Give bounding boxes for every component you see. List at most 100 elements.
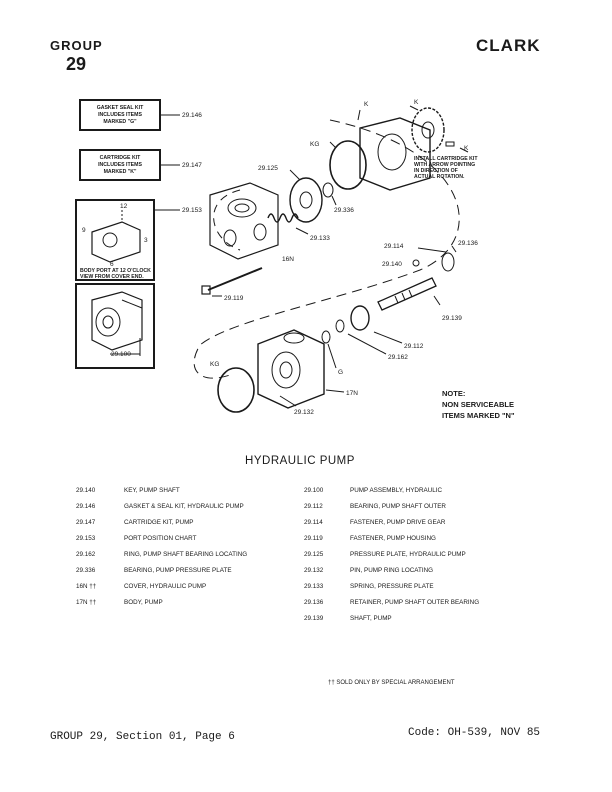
- part-desc: KEY, PUMP SHAFT: [124, 487, 180, 494]
- rotor-gear: [411, 107, 445, 153]
- part-desc: FASTENER, PUMP DRIVE GEAR: [350, 519, 446, 526]
- part-code: 29.146: [76, 503, 96, 510]
- box-line: VIEW FROM COVER END.: [80, 274, 144, 280]
- vane: [445, 141, 455, 147]
- part-code: 29.133: [304, 583, 324, 590]
- gasket-kit-box: GASKET SEAL KIT INCLUDES ITEMS MARKED "G…: [79, 99, 180, 131]
- part-desc: FASTENER, PUMP HOUSING: [350, 535, 436, 542]
- callout-29112: 29.112: [404, 343, 424, 350]
- part-desc: GASKET & SEAL KIT, HYDRAULIC PUMP: [124, 503, 244, 510]
- callout-29153: 29.153: [182, 207, 202, 214]
- callout-29114: 29.114: [384, 243, 404, 250]
- part-desc: PRESSURE PLATE, HYDRAULIC PUMP: [350, 551, 466, 558]
- callout-k-2: K: [414, 99, 419, 106]
- callout-29100: 29.100: [111, 351, 131, 358]
- footer-code: Code: OH-539, NOV 85: [408, 727, 541, 739]
- retainer-29136: [441, 252, 455, 272]
- part-code: 29.162: [76, 551, 96, 558]
- box-line: MARKED "K": [104, 169, 137, 175]
- callout-29132: 29.132: [294, 409, 314, 416]
- note-line: ITEMS MARKED "N": [442, 411, 515, 420]
- part-desc: PUMP ASSEMBLY, HYDRAULIC: [350, 487, 443, 494]
- install-note-line: WITH ARROW POINTING: [414, 162, 475, 168]
- cover-16n: [209, 182, 279, 260]
- note-line: NON SERVICEABLE: [442, 400, 514, 409]
- seal-g: [321, 330, 331, 344]
- box-line: INCLUDES ITEMS: [98, 112, 142, 118]
- box-line: MARKED "G": [103, 119, 137, 125]
- part-desc: BODY, PUMP: [124, 599, 163, 606]
- part-code: 29.112: [304, 503, 323, 510]
- part-code: 16N ††: [76, 583, 97, 590]
- pump-assembly-illustration: [75, 283, 155, 369]
- cartridge-kit-box: CARTRIDGE KIT INCLUDES ITEMS MARKED "K": [79, 149, 180, 181]
- part-desc: SPRING, PRESSURE PLATE: [350, 583, 434, 590]
- part-code: 29.336: [76, 567, 96, 574]
- box-line: CARTRIDGE KIT: [100, 155, 141, 161]
- install-note-line: INSTALL CARTRIDGE KIT: [414, 156, 478, 162]
- port-9-label: 9: [82, 227, 86, 234]
- group-label: GROUP: [50, 38, 103, 53]
- body-seal-ring: [217, 367, 255, 413]
- callout-g: G: [338, 369, 343, 376]
- key-29140: [412, 259, 420, 267]
- part-code: 17N ††: [76, 599, 97, 606]
- part-code: 29.125: [304, 551, 324, 558]
- install-note-line: IN DIRECTION OF: [414, 168, 458, 174]
- callout-29139: 29.139: [442, 315, 462, 322]
- callout-kg-2: KG: [210, 361, 219, 368]
- callout-29146: 29.146: [182, 112, 202, 119]
- callout-k-1: K: [364, 101, 369, 108]
- seal-ring-kg: [329, 140, 367, 190]
- part-desc: BEARING, PUMP PRESSURE PLATE: [124, 567, 232, 574]
- bearing-29112: [350, 305, 370, 331]
- part-desc: PORT POSITION CHART: [124, 535, 197, 542]
- callout-29140: 29.140: [382, 261, 402, 268]
- group-number: 29: [66, 54, 87, 74]
- port-3-label: 3: [144, 237, 148, 244]
- body-17n: [257, 329, 325, 409]
- footer-page-ref: GROUP 29, Section 01, Page 6: [50, 731, 235, 743]
- port-12-label: 12: [120, 203, 128, 210]
- part-code: 29.114: [304, 519, 323, 526]
- part-code: 29.139: [304, 615, 324, 622]
- part-code: 29.153: [76, 535, 96, 542]
- part-code: 29.136: [304, 599, 324, 606]
- port-position-chart: 12 3 6 9 BODY PORT AT 12 O'CLOCK VIEW FR…: [75, 199, 180, 281]
- fastener-29119: [201, 267, 263, 295]
- port-6-label: 6: [110, 261, 114, 268]
- callout-17n: 17N: [346, 390, 358, 397]
- spring-29133: [267, 213, 299, 223]
- part-desc: RING, PUMP SHAFT BEARING LOCATING: [124, 551, 248, 558]
- part-code: 29.132: [304, 567, 324, 574]
- part-code: 29.119: [304, 535, 323, 542]
- diagram-title: HYDRAULIC PUMP: [245, 455, 355, 467]
- callout-29133: 29.133: [310, 235, 330, 242]
- non-serviceable-note: NOTE: NON SERVICEABLE ITEMS MARKED "N": [442, 388, 515, 421]
- callout-29119: 29.119: [224, 295, 244, 302]
- box-line: BODY PORT AT 12 O'CLOCK: [80, 268, 151, 274]
- callout-29136: 29.136: [458, 240, 478, 247]
- part-desc: BEARING, PUMP SHAFT OUTER: [350, 503, 446, 510]
- callout-29162: 29.162: [388, 354, 408, 361]
- part-code: 29.140: [76, 487, 96, 494]
- footnote: †† SOLD ONLY BY SPECIAL ARRANGEMENT: [328, 680, 455, 686]
- brand-logo: CLARK: [476, 36, 541, 55]
- box-line: GASKET SEAL KIT: [97, 105, 144, 111]
- shaft-29139: [377, 277, 437, 311]
- box-line: INCLUDES ITEMS: [98, 162, 142, 168]
- ring-29162: [335, 319, 345, 333]
- pressure-plate-29125: [289, 177, 323, 223]
- callout-29336: 29.336: [334, 207, 354, 214]
- cartridge-ring: [359, 117, 431, 191]
- callout-kg-1: KG: [310, 141, 319, 148]
- install-note-line: ACTUAL ROTATION.: [414, 174, 465, 180]
- callout-29147: 29.147: [182, 162, 202, 169]
- part-code: 29.100: [304, 487, 324, 494]
- bearing-29336: [322, 182, 334, 198]
- part-desc: SHAFT, PUMP: [350, 615, 392, 622]
- callout-29125: 29.125: [258, 165, 278, 172]
- part-desc: RETAINER, PUMP SHAFT OUTER BEARING: [350, 599, 480, 606]
- part-code: 29.147: [76, 519, 96, 526]
